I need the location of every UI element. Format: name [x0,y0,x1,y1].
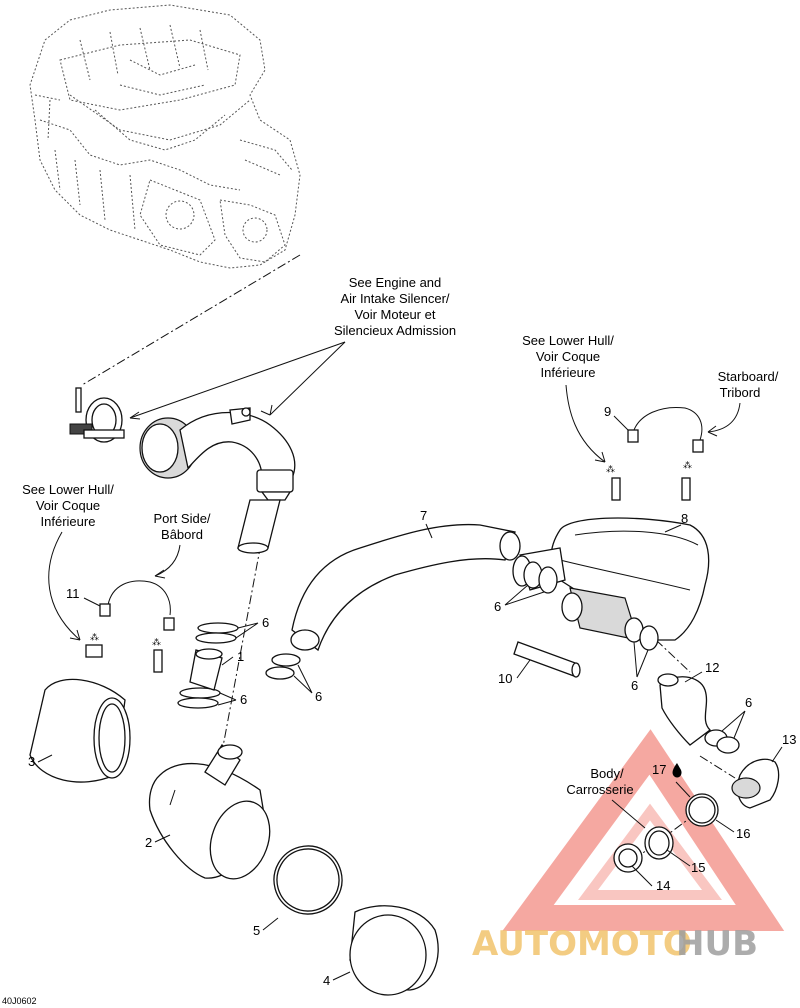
muffler-shell-3 [29,678,131,783]
ring-15 [644,826,674,860]
part-number: 8 [681,511,688,526]
callout-see-lower-hull-right: See Lower Hull/ Voir Coque Inférieure [522,333,614,463]
callout-line: Inférieure [541,365,596,380]
svg-text:⁂: ⁂ [606,464,615,474]
liquid-drop-icon [672,763,682,778]
outlet-13 [731,758,780,809]
part-number: 6 [315,689,322,704]
callout-starboard: Starboard/ Tribord [707,369,779,437]
callout-see-engine: See Engine and Air Intake Silencer/ Voir… [129,275,456,420]
part-number: 14 [656,878,670,893]
part-number: 6 [494,599,501,614]
part-number: 16 [736,826,750,841]
part-number: 3 [28,754,35,769]
strap-9 [627,406,704,453]
callout-line: Air Intake Silencer/ [340,291,449,306]
figure-code: 40J0602 [2,996,37,1006]
engine-outline [29,4,301,269]
exhaust-manifold-pipe [139,407,296,554]
exhaust-clamp-upper [69,387,125,443]
callout-line: Starboard/ [718,369,779,384]
part-number: 13 [782,732,796,747]
watermark-text: AUTOMOTO HUB [472,924,758,964]
part-number: 11 [66,586,80,601]
reference-lines [81,254,736,871]
callout-line: Inférieure [41,514,96,529]
callout-line: See Lower Hull/ [522,333,614,348]
svg-text:⁂: ⁂ [683,460,692,470]
part-number: 6 [262,615,269,630]
part-number: 12 [705,660,719,675]
part-number: 9 [604,404,611,419]
part-number: 1 [237,649,244,664]
part-number: 6 [240,692,247,707]
callout-line: Bâbord [161,527,203,542]
part-number: 2 [145,835,152,850]
part-number-labels: 1 2 3 4 5 6 6 6 6 6 6 7 8 9 10 11 12 [28,404,796,988]
ring-14 [613,843,643,873]
watermark-text-gray: HUB [676,924,758,964]
svg-text:⁂: ⁂ [152,637,161,647]
strap-11 [99,580,175,631]
callout-line: Voir Coque [536,349,600,364]
part-number: 6 [745,695,752,710]
end-cap-4 [349,905,439,996]
callout-body: Body/ Carrosserie [566,766,646,829]
elbow-12 [657,673,711,746]
bracket-set: ⁂ ⁂ ⁂ ⁂ [85,460,692,673]
callout-line: See Lower Hull/ [22,482,114,497]
callout-line: Body/ [590,766,624,781]
clamps-6 [177,561,740,754]
exhaust-pipe-7 [290,523,521,652]
part-number: 7 [420,508,427,523]
callout-line: Tribord [720,385,761,400]
callout-line: See Engine and [349,275,442,290]
watermark-logo [502,729,785,931]
callout-port-side: Port Side/ Bâbord [153,511,211,579]
part-number: 17 [652,762,666,777]
coupling-1 [189,648,223,691]
part-number: 15 [691,860,705,875]
part-number: 10 [498,671,512,686]
callout-line: Port Side/ [153,511,210,526]
svg-text:⁂: ⁂ [90,632,99,642]
part-number: 5 [253,923,260,938]
ring-16 [685,793,719,827]
hose-10 [513,641,581,678]
callout-line: Voir Moteur et [355,307,436,322]
muffler-2 [148,744,271,880]
gasket-ring-5 [273,845,343,915]
callout-line: Carrosserie [566,782,633,797]
callout-line: Voir Coque [36,498,100,513]
callout-line: Silencieux Admission [334,323,456,338]
watermark-text-red: AUTOMOTO [472,924,692,964]
part-number: 4 [323,973,330,988]
callout-see-lower-hull-left: See Lower Hull/ Voir Coque Inférieure [22,482,114,641]
part-number: 6 [631,678,638,693]
